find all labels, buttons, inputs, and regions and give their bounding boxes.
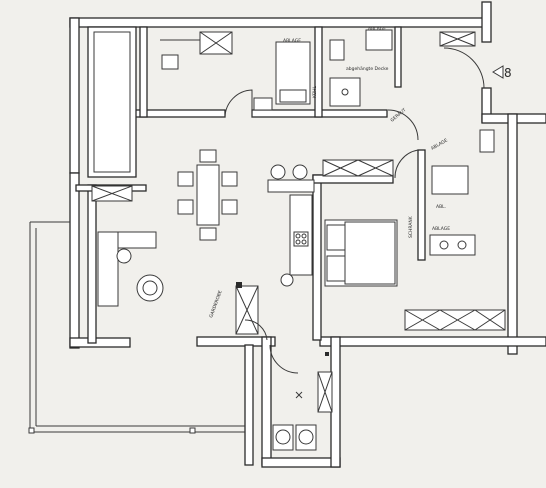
label-schrank: SCHRANK bbox=[408, 215, 414, 238]
outer-walls bbox=[69, 1, 546, 468]
label-ablage-top: ABLAGE bbox=[430, 137, 449, 151]
label-abgehaengte-decke: abgehängte Decke bbox=[346, 66, 389, 72]
bed-2 bbox=[324, 219, 398, 287]
label-ablage-right: ABLAGE bbox=[432, 226, 450, 232]
unit-label: 8 bbox=[492, 65, 512, 80]
label-garderobe: GARDEROBE bbox=[208, 290, 223, 319]
bathroom-fixtures bbox=[329, 29, 495, 256]
label-kuehlen: KÜHL bbox=[311, 85, 318, 98]
kitchen bbox=[267, 164, 315, 287]
sofa bbox=[97, 231, 164, 307]
label-ablage-left: ABLAGE bbox=[283, 38, 301, 44]
bed-1 bbox=[161, 41, 311, 111]
door-swings bbox=[160, 39, 485, 374]
interior-walls bbox=[75, 26, 426, 344]
label-ablage-bath: ABLAGE bbox=[368, 26, 386, 32]
cabinets bbox=[91, 31, 506, 413]
unit-number: 8 bbox=[504, 66, 512, 80]
label-ablage-small: ABL. bbox=[436, 204, 446, 210]
dining-table bbox=[177, 149, 238, 241]
terrace bbox=[28, 221, 245, 434]
markers bbox=[236, 282, 329, 356]
laundry bbox=[272, 391, 317, 451]
